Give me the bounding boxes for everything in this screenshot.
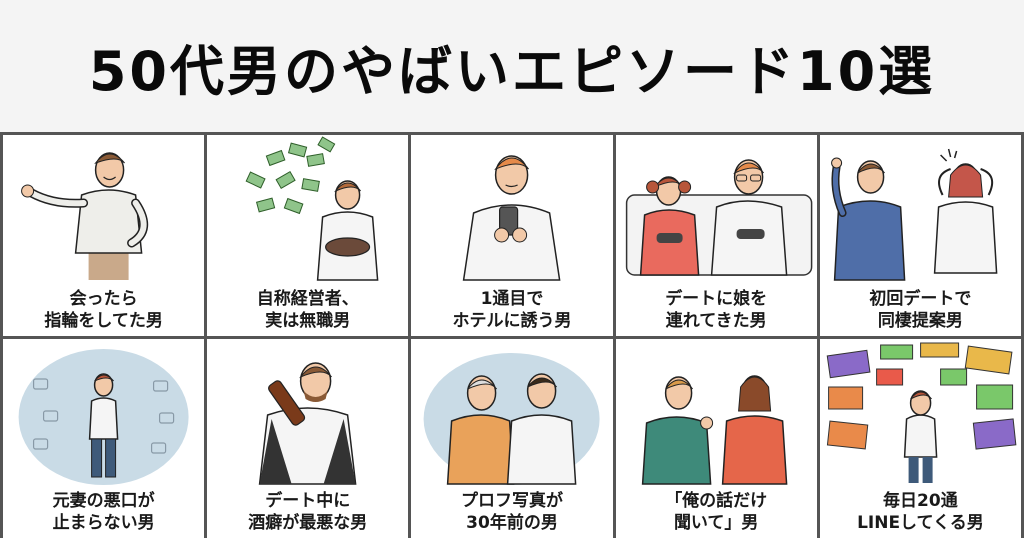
episode-caption: 自称経営者、 実は無職男 <box>256 289 359 331</box>
episode-caption: 初回デートで 同棲提案男 <box>869 289 972 331</box>
episode-caption: プロフ写真が 30年前の男 <box>460 491 563 533</box>
episode-caption: デートに娘を 連れてきた男 <box>665 289 768 331</box>
illustration-money-man <box>245 136 379 281</box>
episode-caption: 「俺の話だけ 聞いて」男 <box>665 491 768 533</box>
illustration-ring-man <box>21 152 149 280</box>
episode-card-4: デートに娘を 連れてきた男 <box>615 135 820 339</box>
illustration-message-flood <box>826 342 1017 483</box>
episode-caption: 毎日20通 LINEしてくる男 <box>857 491 984 533</box>
episode-card-6: 元妻の悪口が 止まらない男 <box>3 339 208 538</box>
illustration-cohabit-proposal <box>830 148 998 281</box>
episode-card-8: プロフ写真が 30年前の男 <box>411 339 616 538</box>
page-title: 50代男のやばいエピソード10選 <box>88 39 936 103</box>
episode-caption: 元妻の悪口が 止まらない男 <box>52 491 155 533</box>
illustration-phone-man <box>463 155 561 281</box>
episode-card-1: 会ったら 指輪をしてた男 <box>3 135 208 339</box>
episode-caption: 1通目で ホテルに誘う男 <box>452 289 572 331</box>
illustration-old-photo-men <box>423 353 600 485</box>
illustration-daughter-game <box>625 159 812 276</box>
episode-card-9: 「俺の話だけ 聞いて」男 <box>615 339 820 538</box>
illustration-drinking-man <box>258 362 357 485</box>
episode-grid: 会ったら 指輪をしてた男 自称経営者、 実は無職男 <box>0 132 1024 538</box>
illustration-talking-couple <box>641 375 787 485</box>
episode-caption: 会ったら 指輪をしてた男 <box>44 289 163 331</box>
episode-card-2: 自称経営者、 実は無職男 <box>207 135 412 339</box>
episode-caption: デート中に 酒癖が最悪な男 <box>248 491 368 533</box>
illustration-complaining-man <box>18 349 189 485</box>
episode-card-7: デート中に 酒癖が最悪な男 <box>207 339 412 538</box>
episode-card-3: 1通目で ホテルに誘う男 <box>411 135 616 339</box>
episode-card-5: 初回デートで 同棲提案男 <box>819 135 1024 339</box>
episode-card-10: 毎日20通 LINEしてくる男 <box>819 339 1024 538</box>
